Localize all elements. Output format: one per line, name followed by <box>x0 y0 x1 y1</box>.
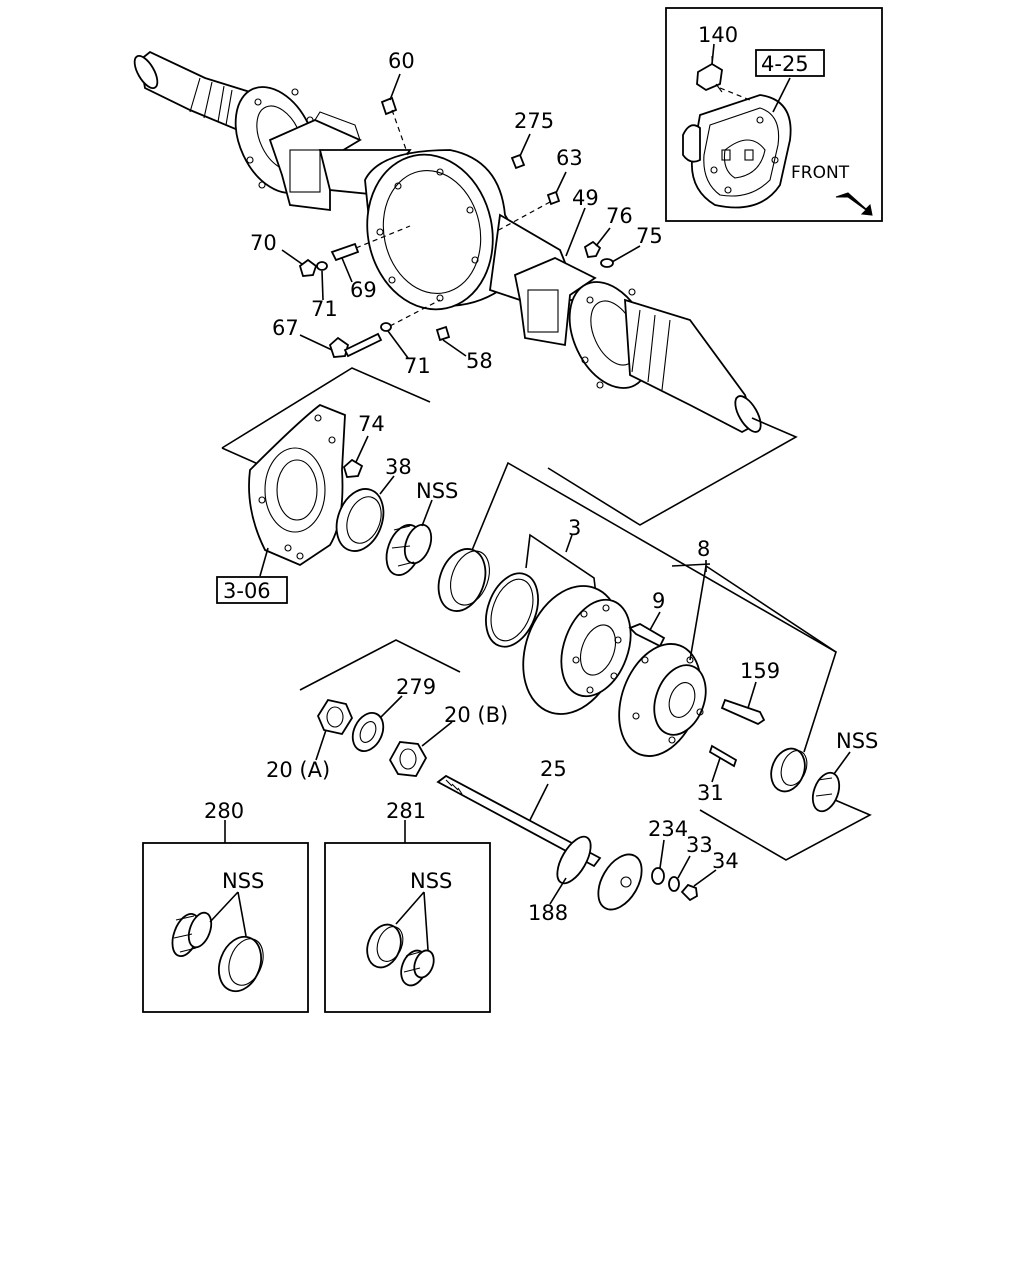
label-69: 69 <box>350 278 377 302</box>
stud-69 <box>330 242 360 262</box>
label-280: 280 <box>204 799 244 823</box>
label-33: 33 <box>686 833 713 857</box>
label-20a: 20 (A) <box>266 758 330 782</box>
label-8: 8 <box>697 537 710 561</box>
label-75: 75 <box>636 224 663 248</box>
kit-281-bearing-cone <box>400 949 435 987</box>
washer-75 <box>600 258 614 268</box>
lock-nut-20b <box>388 741 428 777</box>
brake-drum <box>522 585 632 715</box>
label-9: 9 <box>652 589 665 613</box>
plug-275 <box>510 153 526 170</box>
washer-71a <box>316 261 328 271</box>
front-label: FRONT <box>791 163 850 183</box>
diff-cover-drawing <box>682 94 792 209</box>
bearing-cone-nss <box>385 523 433 576</box>
kit-281-bearing-cup <box>366 923 404 969</box>
abs-ring-3 <box>485 572 539 648</box>
axle-shaft-25 <box>436 774 643 911</box>
washer-234 <box>651 867 665 885</box>
kit-281-frame <box>324 842 491 1013</box>
ref-4-25: 4-25 <box>761 52 809 76</box>
front-arrow-icon <box>835 192 873 216</box>
label-25: 25 <box>540 757 567 781</box>
label-140: 140 <box>698 23 738 47</box>
label-38: 38 <box>385 455 412 479</box>
lock-washer-279 <box>351 712 385 752</box>
kit-280-bearing-cup <box>218 935 264 993</box>
label-63: 63 <box>556 146 583 170</box>
label-nss-2: NSS <box>836 729 878 753</box>
label-67: 67 <box>272 316 299 340</box>
label-71a: 71 <box>311 297 338 321</box>
plug-63 <box>546 190 561 206</box>
label-49: 49 <box>572 186 599 210</box>
leader-3-06 <box>259 547 269 577</box>
breather-plug-140 <box>696 56 751 101</box>
label-3: 3 <box>568 516 581 540</box>
label-60: 60 <box>388 49 415 73</box>
label-58: 58 <box>466 349 493 373</box>
label-76: 76 <box>606 204 633 228</box>
wheel-hub-8 <box>618 643 707 757</box>
label-281: 281 <box>386 799 426 823</box>
label-31: 31 <box>697 781 724 805</box>
axle-housing <box>133 50 762 434</box>
leader-140 <box>711 43 715 65</box>
label-nss-4: NSS <box>410 869 452 893</box>
kit-280 <box>142 820 309 1013</box>
plug-58 <box>435 325 451 342</box>
backing-plate <box>248 403 346 567</box>
nut-70 <box>298 258 318 277</box>
outer-race <box>770 747 808 793</box>
label-275: 275 <box>514 109 554 133</box>
leader-4-25 <box>772 77 791 113</box>
label-20b: 20 (B) <box>444 703 508 727</box>
label-159: 159 <box>740 659 780 683</box>
inset-frame <box>665 7 883 222</box>
ref-box-3-06 <box>216 576 288 604</box>
outer-bearing-nss <box>811 771 841 813</box>
label-188: 188 <box>528 901 568 925</box>
stud-31 <box>708 744 738 768</box>
bolt-74 <box>342 458 364 478</box>
bolt-159 <box>720 698 766 726</box>
label-70: 70 <box>250 231 277 255</box>
housing-leaders <box>281 73 641 359</box>
nut-34 <box>680 883 698 902</box>
housing-hardware <box>298 96 614 358</box>
label-71b: 71 <box>404 354 431 378</box>
bearing-cup <box>437 548 490 612</box>
seal-38 <box>335 488 385 552</box>
front-cover-inset: 140 4-25 FRONT <box>665 7 883 222</box>
washer-71b <box>380 322 392 332</box>
bolt-head-67 <box>328 336 350 358</box>
hub-nut-20a <box>316 698 354 736</box>
bolt-9 <box>628 623 666 648</box>
kit-281 <box>324 820 491 1013</box>
label-279: 279 <box>396 675 436 699</box>
kit-280-bearing-cone <box>171 911 213 957</box>
label-nss-1: NSS <box>416 479 458 503</box>
group-brackets <box>221 367 872 861</box>
label-nss-3: NSS <box>222 869 264 893</box>
washer-33 <box>668 876 680 892</box>
label-74: 74 <box>358 412 385 436</box>
ref-3-06: 3-06 <box>223 579 271 603</box>
bolt-60 <box>380 96 398 116</box>
ref-box-4-25 <box>755 49 825 77</box>
label-234: 234 <box>648 817 688 841</box>
label-34: 34 <box>712 849 739 873</box>
